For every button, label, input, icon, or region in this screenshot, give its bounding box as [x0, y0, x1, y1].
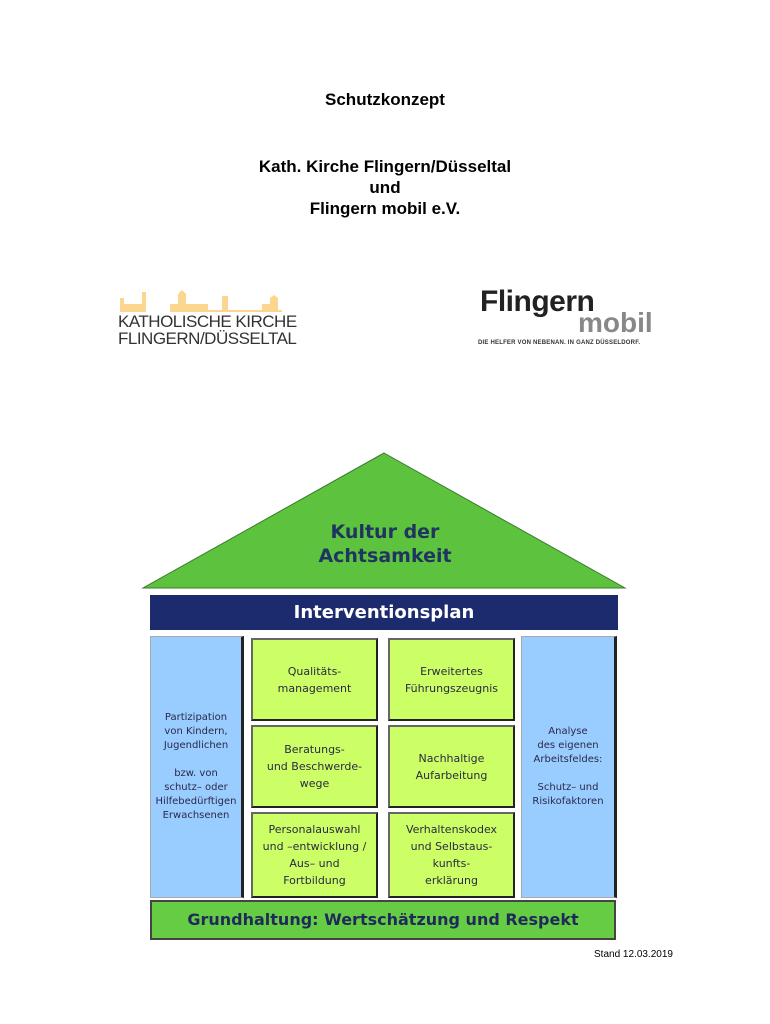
box-personalauswahl: Personalauswahl und –entwicklung / Aus– … [251, 812, 378, 898]
mobil-logo-word: mobil [578, 307, 653, 338]
subtitle-line-2: und [369, 178, 401, 197]
box-beratungswege: Beratungs- und Beschwerde- wege [251, 725, 378, 808]
date-footer: Stand 12.03.2019 [594, 949, 673, 960]
box-verhaltenskodex: Verhaltenskodex und Selbstaus- kunfts- e… [388, 812, 515, 898]
church-skyline-icon [120, 290, 282, 312]
flingern-logo-tagline: DIE HELFER VON NEBENAN. IN GANZ DÜSSELDO… [478, 340, 641, 346]
document-title: Schutzkonzept [325, 90, 445, 109]
subtitle-line-1: Kath. Kirche Flingern/Düsseltal [258, 157, 512, 176]
kirche-logo-line1: KATHOLISCHE KIRCHE [118, 312, 297, 331]
roof-triangle [141, 452, 627, 589]
box-aufarbeitung: Nachhaltige Aufarbeitung [388, 725, 515, 808]
subtitle-line-3: Flingern mobil e.V. [309, 199, 461, 218]
roof-label: Kultur der Achtsamkeit [318, 521, 452, 567]
left-pillar: Partizipation von Kindern, Jugendlichen … [150, 636, 244, 898]
flingern-mobil-logo: Flingern mobil DIE HELFER VON NEBENAN. I… [478, 285, 673, 351]
flingern-logo-word: Flingern [480, 285, 595, 318]
box-qualitaetsmanagement: Qualitäts- management [251, 638, 378, 721]
interventionsplan-bar: Interventionsplan [150, 595, 618, 630]
foundation-bar: Grundhaltung: Wertschätzung und Respekt [150, 900, 616, 940]
right-pillar: Analyse des eigenen Arbeitsfeldes: Schut… [521, 636, 617, 898]
kirche-logo-line2: FLINGERN/DÜSSELTAL [118, 329, 297, 348]
box-fuehrungszeugnis: Erweitertes Führungszeugnis [388, 638, 515, 721]
